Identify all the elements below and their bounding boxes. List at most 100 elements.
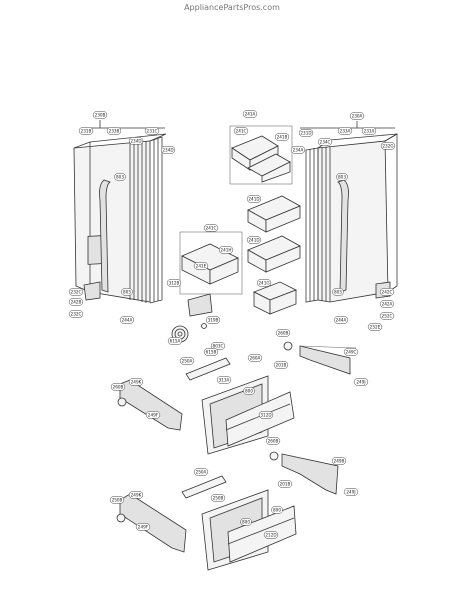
callout-c46[interactable]: 249K bbox=[128, 378, 144, 386]
callout-c59[interactable]: 250B bbox=[109, 496, 125, 504]
callout-c48[interactable]: 313A bbox=[216, 376, 232, 384]
callout-c56[interactable]: 201B bbox=[277, 480, 293, 488]
callout-c41[interactable]: 260B bbox=[275, 329, 291, 337]
callout-c21[interactable]: 241C bbox=[203, 224, 219, 232]
callout-label: 803C bbox=[213, 344, 224, 349]
callout-c07[interactable]: 803 bbox=[114, 173, 126, 181]
right-slide-rail-upper[interactable] bbox=[299, 345, 351, 375]
callout-c25[interactable]: 241G bbox=[256, 279, 272, 287]
callout-c58[interactable]: 249K bbox=[128, 491, 144, 499]
callout-c42[interactable]: 249C bbox=[343, 348, 359, 356]
callout-label: 241H bbox=[220, 248, 231, 253]
callout-c39[interactable]: 803C bbox=[210, 342, 226, 350]
callout-c63[interactable]: 800 bbox=[240, 518, 252, 526]
callout-c24[interactable]: 312B bbox=[166, 279, 182, 287]
right-door-panel[interactable] bbox=[317, 140, 389, 303]
callout-c45[interactable]: 201B bbox=[273, 361, 289, 369]
callout-label: 260A bbox=[250, 356, 261, 361]
callout-c01[interactable]: 230B bbox=[92, 111, 108, 119]
callout-c11[interactable]: 231D bbox=[298, 129, 314, 137]
callout-c35[interactable]: 252C bbox=[379, 312, 395, 320]
callout-c19[interactable]: 241D bbox=[246, 195, 262, 203]
callout-c32[interactable]: 244A bbox=[333, 316, 349, 324]
callout-c33[interactable]: 242C bbox=[379, 288, 395, 296]
callout-c06[interactable]: 234D bbox=[160, 146, 176, 154]
callout-c23[interactable]: 241E bbox=[193, 262, 209, 270]
callout-label: 803 bbox=[116, 175, 124, 180]
callout-label: 232C bbox=[71, 290, 82, 295]
callout-label: 212D bbox=[265, 533, 276, 538]
callout-c54[interactable]: 249B bbox=[331, 457, 347, 465]
callout-label: 260B bbox=[278, 331, 289, 336]
callout-c09[interactable]: 241C bbox=[233, 127, 249, 135]
callout-c15[interactable]: 234C bbox=[317, 138, 333, 146]
callout-c60[interactable]: 250B bbox=[210, 494, 226, 502]
callout-c13[interactable]: 231A bbox=[361, 127, 377, 135]
callout-c10[interactable]: 241B bbox=[274, 133, 290, 141]
callout-c43[interactable]: 250A bbox=[179, 357, 195, 365]
callout-label: 250B bbox=[213, 496, 224, 501]
callout-label: 250A bbox=[196, 470, 207, 475]
callout-c08[interactable]: 241A bbox=[242, 110, 258, 118]
callout-c53[interactable]: 260B bbox=[265, 437, 281, 445]
left-door-panel[interactable] bbox=[73, 140, 151, 303]
callout-c31[interactable]: 805 bbox=[332, 288, 344, 296]
callout-c61[interactable]: 800 bbox=[271, 506, 283, 514]
callout-label: 615B bbox=[206, 350, 217, 355]
top-door-bin-group bbox=[229, 125, 293, 185]
top-bin-frame bbox=[229, 125, 293, 185]
drawer-gasket-strip-2 bbox=[181, 475, 227, 499]
upper-drawer-front[interactable] bbox=[225, 391, 295, 447]
callout-c34[interactable]: 242A bbox=[379, 300, 395, 308]
callout-c47[interactable]: 260B bbox=[110, 383, 126, 391]
right-slide-rail-lower[interactable] bbox=[281, 453, 339, 495]
drawer-gasket-strip-1 bbox=[185, 357, 231, 381]
callout-label: 249B bbox=[334, 459, 345, 464]
callout-c30[interactable]: 244A bbox=[119, 316, 135, 324]
callout-c03[interactable]: 233B bbox=[106, 127, 122, 135]
callout-label: 250B bbox=[112, 498, 123, 503]
callout-c64[interactable]: 212D bbox=[263, 531, 279, 539]
callout-c22[interactable]: 241H bbox=[218, 246, 234, 254]
callout-c28[interactable]: 232C bbox=[68, 310, 84, 318]
lower-drawer-front[interactable] bbox=[227, 505, 297, 563]
callout-c05[interactable]: 234D bbox=[128, 137, 144, 145]
callout-label: 233A bbox=[340, 129, 351, 134]
callout-c62[interactable]: 249F bbox=[135, 523, 151, 531]
callout-c37[interactable]: 319B bbox=[205, 316, 221, 324]
callout-c18[interactable]: 803 bbox=[336, 173, 348, 181]
callout-c49[interactable]: 800 bbox=[243, 387, 255, 395]
callout-c38[interactable]: 615A bbox=[167, 337, 183, 345]
callout-label: 241D bbox=[248, 197, 259, 202]
callout-c02[interactable]: 231B bbox=[78, 127, 94, 135]
callout-c29[interactable]: 805 bbox=[121, 288, 133, 296]
callout-label: 260B bbox=[268, 439, 279, 444]
callout-label: 252E bbox=[370, 325, 381, 330]
callout-c12[interactable]: 233A bbox=[337, 127, 353, 135]
callout-c57[interactable]: 249J bbox=[343, 488, 359, 496]
callout-c52[interactable]: 312D bbox=[258, 411, 274, 419]
callout-c17[interactable]: 232G bbox=[380, 142, 396, 150]
callout-label: 803 bbox=[338, 175, 346, 180]
callout-c40[interactable]: 615B bbox=[203, 348, 219, 356]
left-slide-rail-upper[interactable] bbox=[119, 379, 183, 431]
left-door-handle[interactable] bbox=[99, 179, 111, 293]
callout-c36[interactable]: 252E bbox=[367, 323, 383, 331]
callout-label: 242B bbox=[71, 300, 82, 305]
roller-3 bbox=[116, 513, 126, 523]
callout-c04[interactable]: 231C bbox=[144, 127, 160, 135]
callout-c51[interactable]: 249F bbox=[145, 411, 161, 419]
callout-c14[interactable]: 230A bbox=[349, 112, 365, 120]
callout-label: 241E bbox=[196, 264, 207, 269]
callout-c26[interactable]: 232C bbox=[68, 288, 84, 296]
callout-c16[interactable]: 234A bbox=[290, 146, 306, 154]
callout-c44[interactable]: 260A bbox=[247, 354, 263, 362]
callout-label: 805 bbox=[123, 290, 131, 295]
callout-label: 230B bbox=[95, 113, 106, 118]
callout-c27[interactable]: 242B bbox=[68, 298, 84, 306]
left-slide-rail-lower[interactable] bbox=[119, 493, 187, 553]
callout-c20[interactable]: 241D bbox=[246, 236, 262, 244]
callout-label: 242A bbox=[382, 302, 393, 307]
callout-c50[interactable]: 249J bbox=[353, 378, 369, 386]
callout-c55[interactable]: 250A bbox=[193, 468, 209, 476]
